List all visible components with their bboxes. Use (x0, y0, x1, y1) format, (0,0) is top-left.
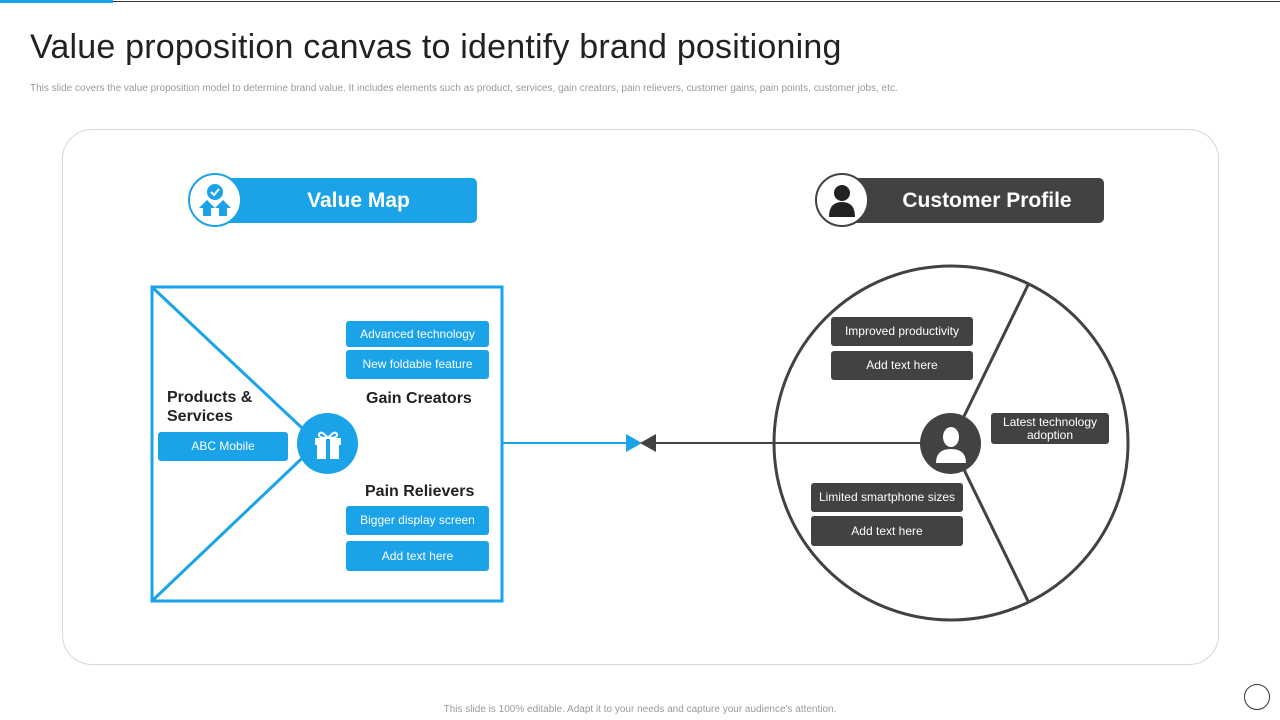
value-map-heading-label: Value Map (307, 188, 410, 212)
gift-icon (297, 413, 358, 474)
customer-gain-item: Improved productivity (831, 317, 973, 346)
customer-profile-heading: Customer Profile (840, 178, 1104, 223)
customer-profile-heading-label: Customer Profile (902, 188, 1072, 212)
footer-note: This slide is 100% editable. Adapt it to… (443, 704, 837, 715)
customer-profile-circle (772, 264, 1130, 622)
pain-relievers-label: Pain Relievers (365, 483, 475, 500)
customer-pain-item: Add text here (811, 516, 963, 546)
products-item: ABC Mobile (158, 432, 288, 461)
value-map-square (150, 285, 504, 603)
user-icon (815, 173, 869, 227)
gain-creator-item: New foldable feature (346, 350, 489, 379)
products-services-label: Products & Services (167, 389, 253, 425)
pain-reliever-item: Add text here (346, 541, 489, 571)
value-map-heading: Value Map (210, 178, 477, 223)
customer-pain-item: Limited smartphone sizes (811, 483, 963, 512)
person-icon (920, 413, 981, 474)
customer-connector-arrowhead (640, 434, 656, 452)
value-arrows-check-icon (188, 173, 242, 227)
gain-creators-label: Gain Creators (366, 390, 472, 407)
customer-gain-item: Add text here (831, 351, 973, 380)
gain-creator-item: Advanced technology (346, 321, 489, 347)
value-map-diagonal-top (151, 286, 320, 445)
top-rule (0, 1, 1280, 2)
corner-circle-icon (1244, 684, 1270, 710)
pain-reliever-item: Bigger display screen (346, 506, 489, 535)
value-connector-arrowhead (626, 434, 642, 452)
page-subtitle: This slide covers the value proposition … (30, 83, 898, 94)
customer-job-item: Latest technology adoption (991, 413, 1109, 444)
value-map-diagonal-bottom (151, 441, 320, 602)
page-title: Value proposition canvas to identify bra… (30, 28, 842, 66)
top-accent-bar (0, 0, 113, 3)
